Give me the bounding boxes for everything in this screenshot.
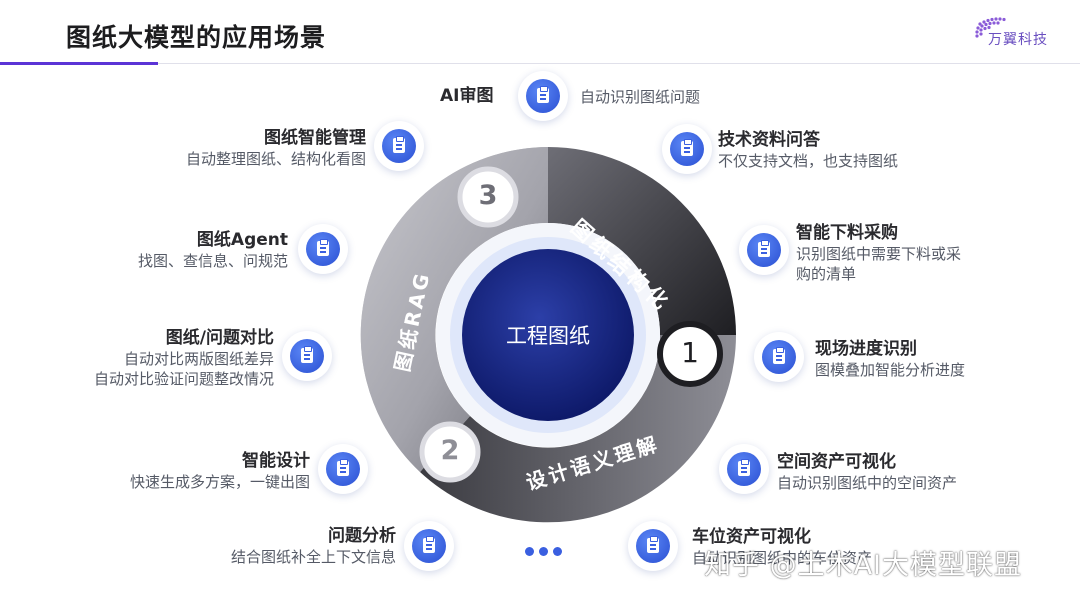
scenario-name: 智能下料采购 <box>796 223 898 243</box>
scenario-desc: 找图、查信息、问规范 <box>137 252 288 270</box>
badge-2-circle <box>419 421 481 483</box>
scenario-desc: 图模叠加智能分析进度 <box>815 361 966 379</box>
scenario-drawing-management: 图纸智能管理 自动整理图纸、结构化看图 <box>186 127 366 169</box>
title-divider <box>158 63 1080 64</box>
ellipsis-icon <box>525 541 567 556</box>
scenario-ai-review: AI审图 <box>440 85 493 107</box>
hub-center-label: 工程图纸 <box>506 324 590 348</box>
scenario-desc: 自动识别图纸问题 <box>580 88 701 106</box>
scenario-smart-design: 智能设计 快速生成多方案，一键出图 <box>130 450 310 492</box>
watermark: 知乎 @土木AI大模型联盟 <box>704 550 1023 581</box>
clipboard-icon <box>518 71 568 121</box>
scenario-name: 空间资产可视化 <box>777 452 896 472</box>
title-accent-bar <box>0 62 158 65</box>
segment-1-arc <box>548 147 736 335</box>
scenario-drawing-agent: 图纸Agent 找图、查信息、问规范 <box>138 229 288 271</box>
badge-3-number: 3 <box>478 180 498 211</box>
scenario-desc: 不仅支持文档，也支持图纸 <box>718 152 899 170</box>
clipboard-icon <box>404 521 454 571</box>
clipboard-icon <box>282 331 332 381</box>
clipboard-icon <box>719 444 769 494</box>
scenario-tech-qa: 技术资料问答 不仅支持文档，也支持图纸 <box>718 129 898 171</box>
logo-icon <box>975 17 1006 38</box>
clipboard-icon <box>318 444 368 494</box>
scenario-desc: 自动对比两版图纸差异 <box>123 350 274 368</box>
clipboard-icon <box>662 124 712 174</box>
scenario-desc: 自动识别图纸中的空间资产 <box>777 474 958 492</box>
scenario-parking-assets: 车位资产可视化 自动识别图纸中的车位资产 <box>692 526 872 568</box>
scenario-name: 技术资料问答 <box>718 130 820 150</box>
clipboard-icon <box>374 121 424 171</box>
logo-text: 万翼科技 <box>988 32 1048 48</box>
scenario-desc: 自动对比验证问题整改情况 <box>93 370 274 388</box>
hub-core <box>462 249 634 421</box>
scenario-name: 车位资产可视化 <box>692 527 811 547</box>
scenario-name: 图纸Agent <box>196 230 288 250</box>
scenario-desc: 自动识别图纸中的车位资产 <box>692 549 873 567</box>
scenario-desc: 识别图纸中需要下料或采 <box>796 245 962 263</box>
badge-2-number: 2 <box>440 435 460 466</box>
scenario-problem-analysis: 问题分析 结合图纸补全上下文信息 <box>231 525 396 567</box>
scenario-desc: 快速生成多方案，一键出图 <box>129 473 310 491</box>
scenario-desc: 结合图纸补全上下文信息 <box>230 548 396 566</box>
clipboard-icon <box>739 225 789 275</box>
scenario-material-purchase: 智能下料采购 识别图纸中需要下料或采 购的清单 <box>796 222 961 284</box>
segment-2-arc <box>420 335 736 523</box>
scenario-name: AI审图 <box>440 86 494 106</box>
scenario-name: 问题分析 <box>328 526 396 546</box>
badge-1-circle <box>657 321 723 387</box>
clipboard-icon <box>754 332 804 382</box>
scenario-space-assets: 空间资产可视化 自动识别图纸中的空间资产 <box>777 451 957 493</box>
scenario-desc: 自动整理图纸、结构化看图 <box>185 150 366 168</box>
scenario-name: 智能设计 <box>242 451 310 471</box>
clipboard-icon <box>298 224 348 274</box>
scenario-name: 图纸/问题对比 <box>165 328 274 348</box>
badge-1-number: 1 <box>681 336 699 369</box>
scenario-progress: 现场进度识别 图模叠加智能分析进度 <box>815 338 965 380</box>
badge-3-circle <box>457 166 519 228</box>
scenario-name: 图纸智能管理 <box>264 128 366 148</box>
clipboard-icon <box>628 521 678 571</box>
scenario-name: 现场进度识别 <box>815 339 917 359</box>
scenario-ai-review-desc: 自动识别图纸问题 <box>580 87 700 107</box>
scenario-desc: 购的清单 <box>796 265 857 283</box>
scenario-drawing-compare: 图纸/问题对比 自动对比两版图纸差异 自动对比验证问题整改情况 <box>94 327 274 389</box>
page-title: 图纸大模型的应用场景 <box>66 23 327 52</box>
